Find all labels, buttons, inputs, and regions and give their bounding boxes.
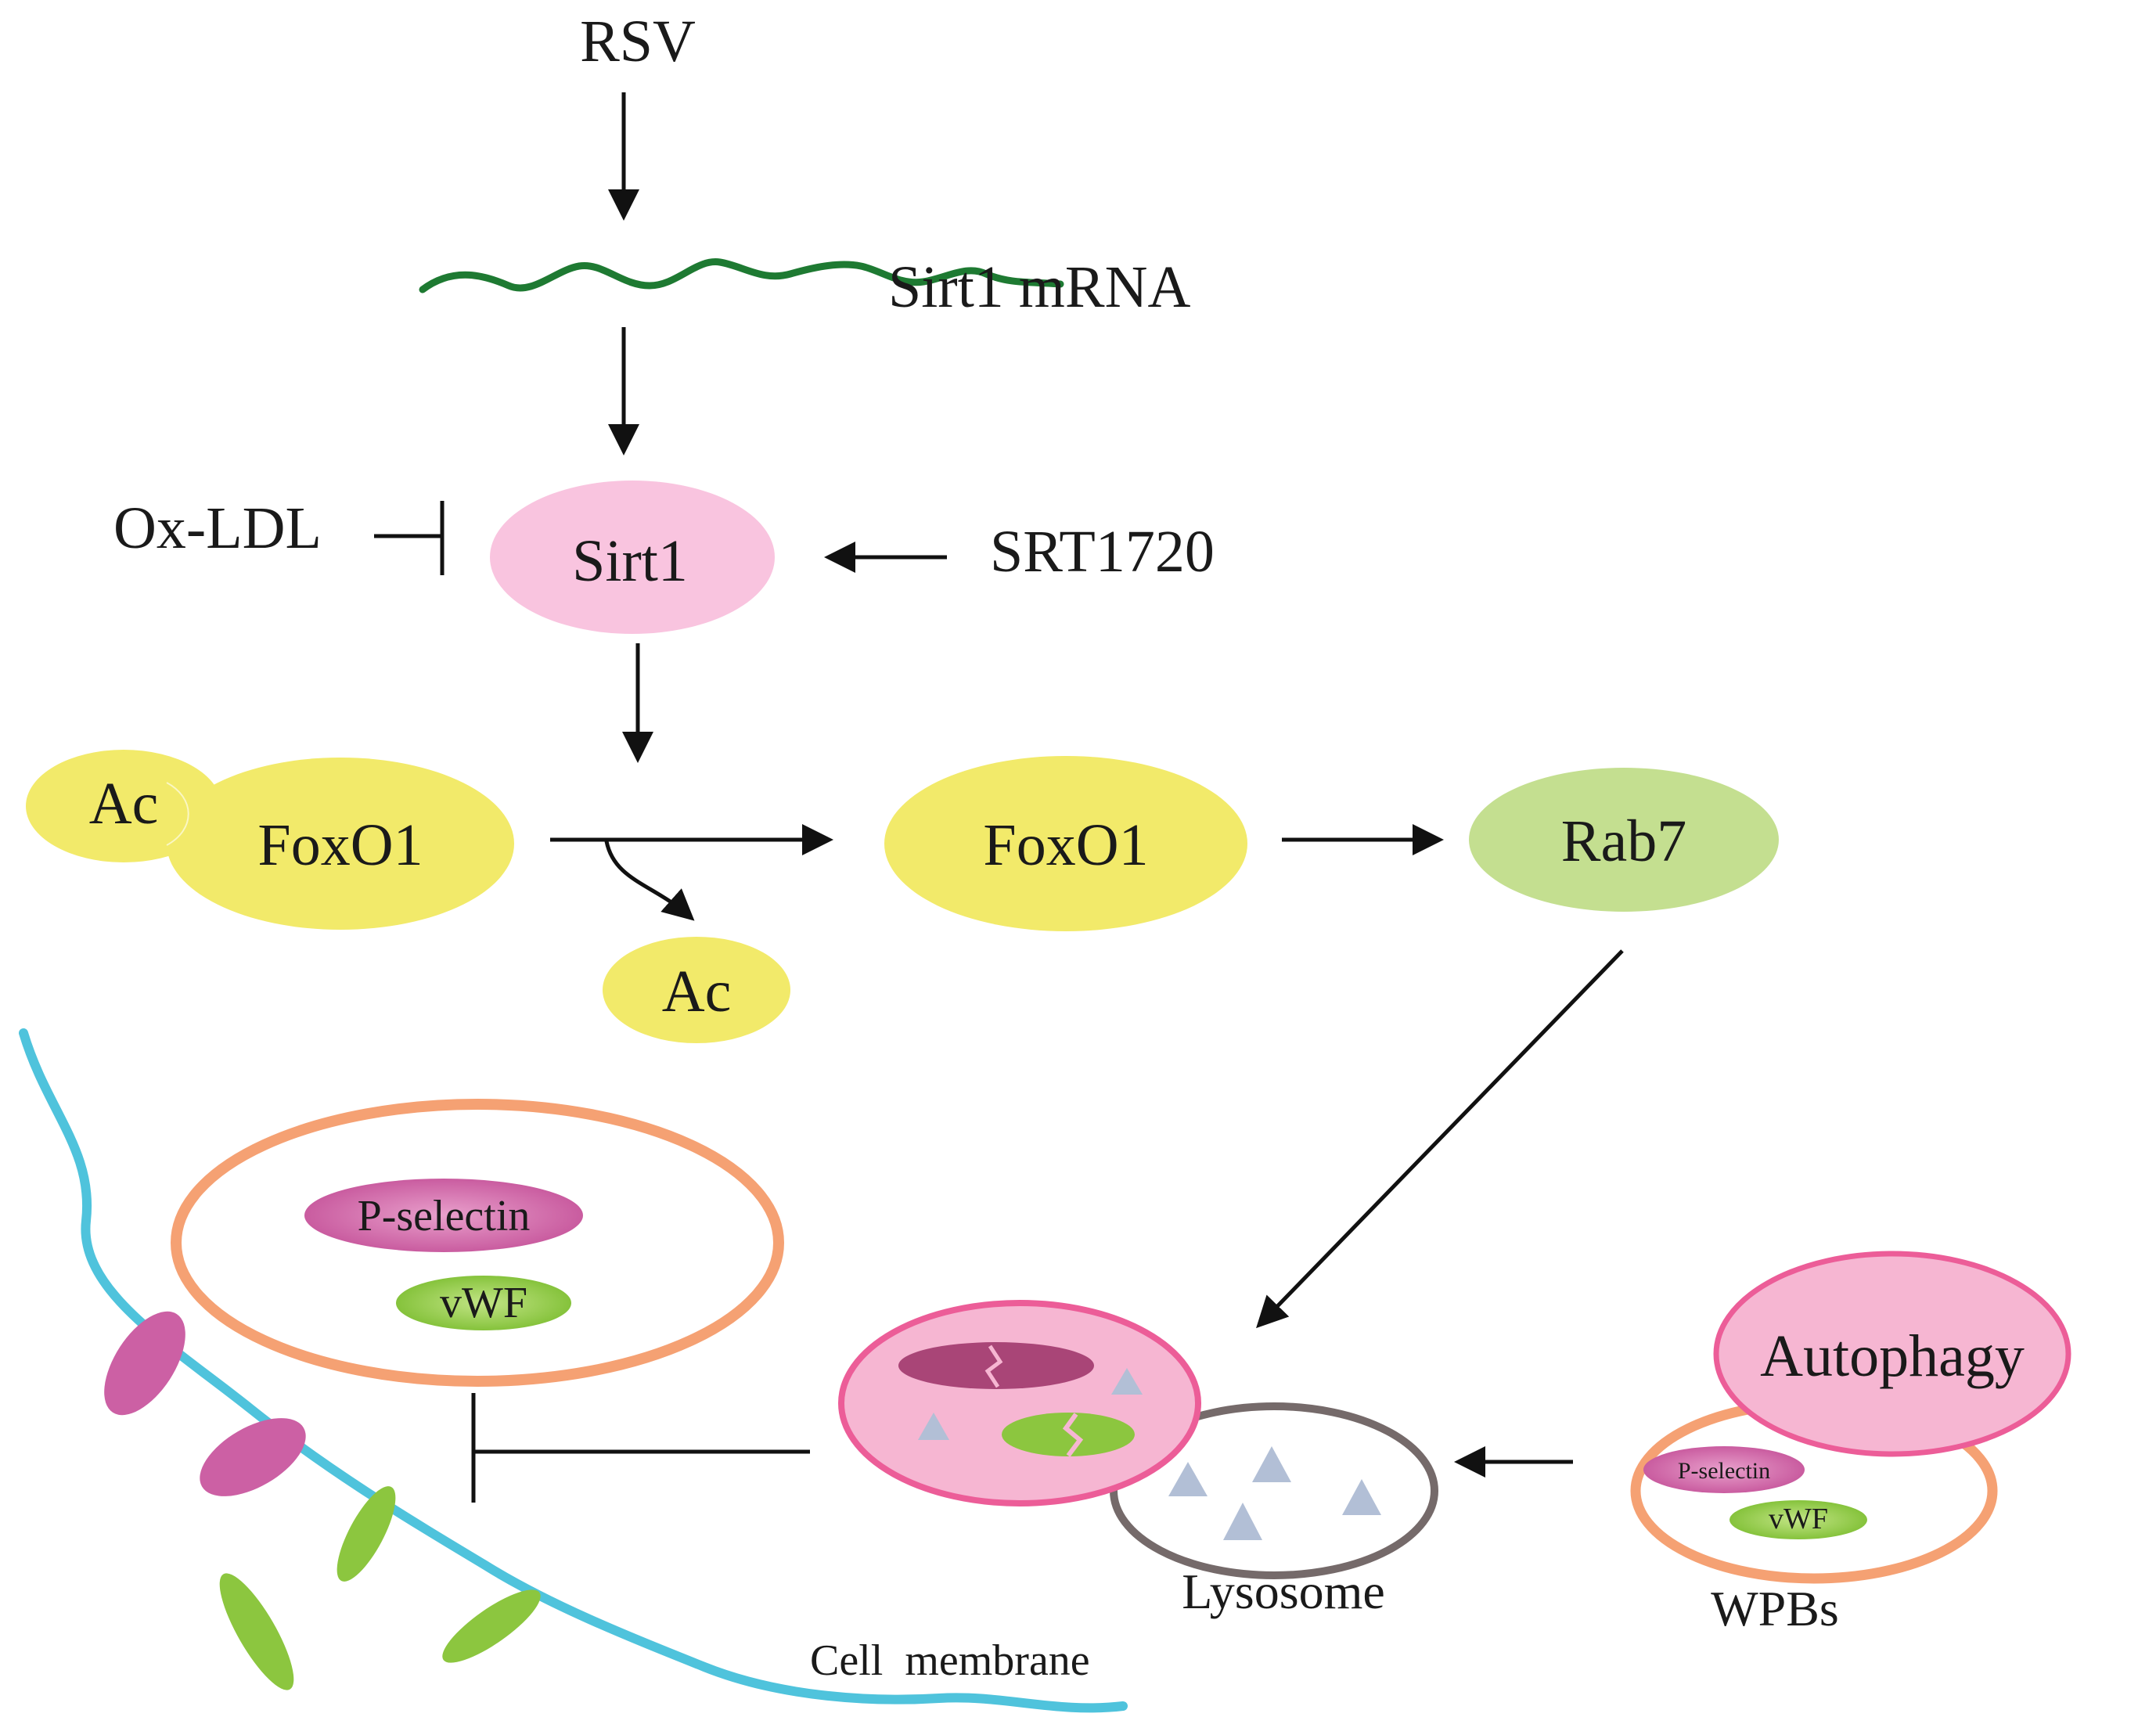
ac-foxo1-junction (166, 782, 189, 846)
lysosome-enzyme-4 (1342, 1479, 1381, 1515)
wpbs-label: WPBs (1711, 1581, 1839, 1636)
ox-ldl-label: Ox-LDL (113, 495, 322, 561)
membrane-p-selectin-1 (104, 1311, 185, 1416)
vwf-small (1729, 1500, 1867, 1539)
autophagy-node (1713, 1251, 2071, 1457)
wpb-large (171, 1099, 784, 1387)
rsv-label: RSV (580, 9, 696, 74)
foxo1-deacetylated-label: FoxO1 (983, 812, 1148, 878)
vwf-small-label: vWF (1769, 1503, 1828, 1535)
autolysosome-enzyme-2 (918, 1413, 949, 1440)
p-selectin-large-label: P-selectin (358, 1192, 531, 1240)
foxo1-deacetylated-node (884, 756, 1247, 931)
sirt1-node (490, 481, 775, 634)
p-selectin-large (304, 1179, 583, 1252)
p-selectin-small (1643, 1446, 1805, 1493)
membrane-p-selectin-2 (200, 1418, 306, 1496)
lysosome-label: Lysosome (1182, 1564, 1385, 1619)
lysosome-enzyme-2 (1252, 1446, 1291, 1482)
lysosome-enzyme-1 (1168, 1462, 1208, 1496)
membrane-vwf-2 (219, 1573, 294, 1690)
cell-membrane-label: Cell membrane (810, 1636, 1090, 1685)
sirt1-label: Sirt1 (572, 528, 688, 594)
membrane-vwf-1 (337, 1486, 396, 1582)
ac-released-node (603, 937, 790, 1043)
foxo1-acetylated-label: FoxO1 (257, 812, 423, 878)
vwf-large (396, 1276, 571, 1330)
vwf-large-label: vWF (440, 1279, 527, 1327)
autophagy-label: Autophagy (1760, 1323, 2025, 1389)
foxo1-acetylated-node (167, 758, 514, 930)
ac-released-label: Ac (662, 959, 732, 1024)
ac-bound-node (26, 750, 221, 862)
lysosome-enzyme-3 (1223, 1503, 1262, 1540)
membrane-vwf-3 (442, 1589, 541, 1663)
p-selectin-small-label: P-selectin (1678, 1458, 1770, 1484)
degraded-vwf (1002, 1413, 1135, 1456)
rab7-to-autolysosome-arrow (1256, 949, 1624, 1329)
srt1720-label: SRT1720 (990, 519, 1215, 585)
autolysosome (838, 1300, 1201, 1506)
sirt1-mrna-label: Sirt1 mRNA (888, 254, 1190, 320)
ac-release-arrow (604, 841, 695, 921)
autolysosome-enzyme-1 (1111, 1368, 1143, 1395)
ac-bound-label: Ac (89, 771, 159, 837)
sirt1-mrna-strand (419, 258, 1064, 293)
rab7-node (1469, 768, 1779, 912)
degraded-vwf-crack (1062, 1413, 1084, 1457)
cell-membrane-line (19, 1028, 1128, 1713)
degraded-p-selectin-crack (984, 1344, 1003, 1388)
rab7-label: Rab7 (1561, 808, 1686, 874)
